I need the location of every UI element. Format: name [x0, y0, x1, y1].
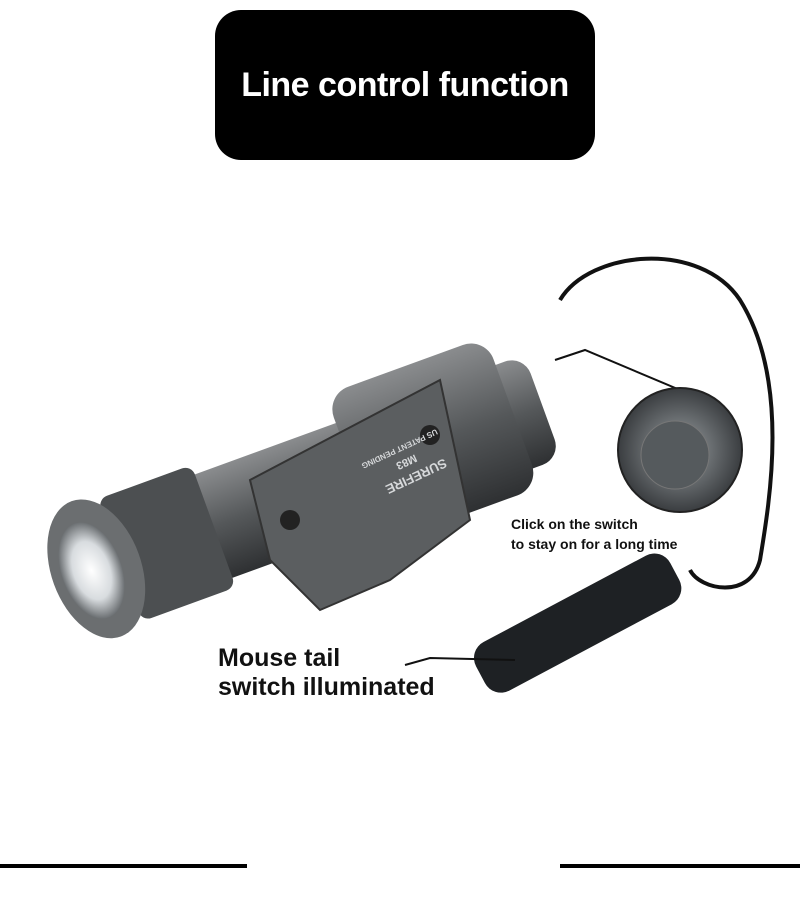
mount-screw-icon	[420, 425, 440, 445]
switch-callout-line1: Click on the switch	[511, 516, 638, 532]
divider-right	[560, 864, 800, 868]
tape-switch-pad	[473, 553, 682, 693]
tail-callout-line1: Mouse tail	[218, 644, 341, 672]
callout-line-tail	[404, 656, 516, 666]
callout-line-switch	[554, 348, 681, 391]
lens	[58, 522, 125, 619]
rail-mount	[248, 378, 472, 612]
page-title: Line control function	[241, 65, 569, 104]
title-banner: Line control function	[215, 10, 595, 160]
divider-left	[0, 864, 247, 868]
switch-callout: Click on the switch to stay on for a lon…	[511, 514, 677, 554]
mount-screw-icon	[280, 510, 300, 530]
switch-button-icon	[640, 420, 710, 490]
tail-callout-line2: switch illuminated	[218, 673, 435, 701]
switch-callout-line2: to stay on for a long time	[511, 536, 678, 552]
tail-callout: Mouse tail switch illuminated	[218, 644, 435, 702]
pressure-cable	[558, 256, 775, 590]
